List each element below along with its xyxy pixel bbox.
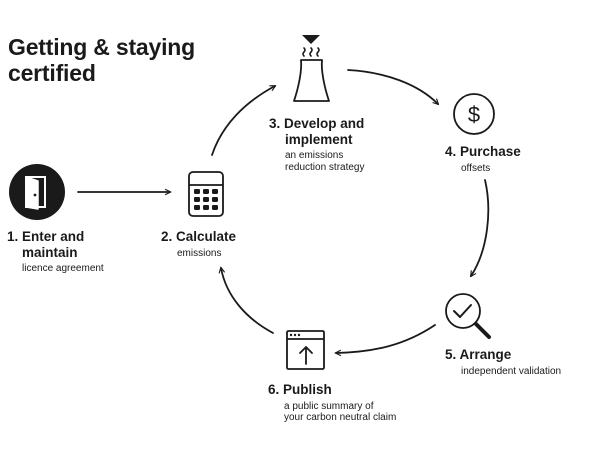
factory-chimney-icon [293,35,330,102]
page-title: Getting & staying certified [8,34,196,86]
arrow-4-to-5 [471,179,490,276]
arrow-5-to-6 [336,324,436,353]
step-6-publish: 6. Publish a public summary of your carb… [268,382,397,424]
arrow-2-to-3 [211,86,275,156]
svg-text:$: $ [468,102,480,127]
browser-upload-icon [286,330,325,370]
arrow-6-to-2 [221,268,274,334]
step-5-arrange: 5. Arrange independent validation [445,347,562,377]
step-1-enter-and-maintain: 1. Enter and maintain licence agreement [7,229,104,275]
arrow-3-to-4 [347,69,438,104]
calculator-icon [188,171,224,217]
step-2-calculate: 2. Calculate emissions [161,229,237,259]
step-3-develop-and-implement: 3. Develop and implement an emissions re… [269,116,365,173]
magnifier-check-icon [445,293,491,339]
step-4-purchase: 4. Purchase offsets [445,144,521,174]
dollar-coin-icon: $ [453,93,495,135]
door-icon [9,164,65,220]
